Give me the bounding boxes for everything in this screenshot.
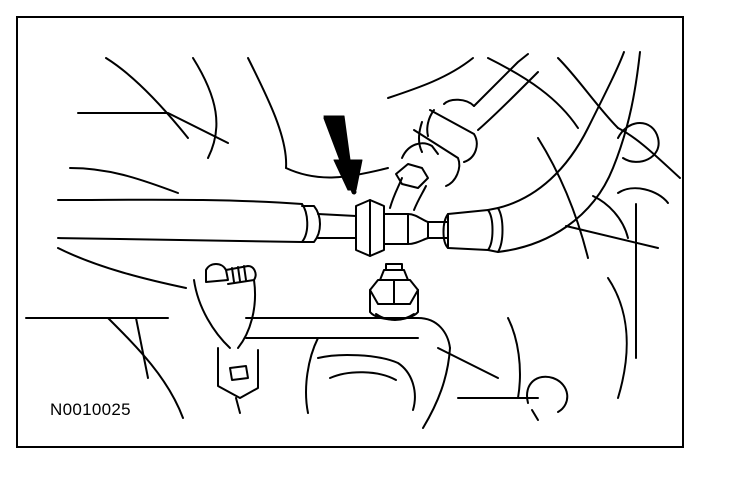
body-structure bbox=[25, 57, 681, 419]
round-boss bbox=[526, 375, 569, 421]
bolt-nut bbox=[369, 263, 419, 321]
figure-code: N0010025 bbox=[48, 400, 133, 420]
hose-clamp bbox=[193, 263, 259, 414]
hose-sleeve bbox=[442, 207, 504, 253]
lower-arm bbox=[245, 317, 451, 429]
return-hose bbox=[497, 51, 641, 253]
pressure-hose bbox=[57, 198, 357, 243]
tube-nut-fitting bbox=[355, 199, 449, 257]
down-arrow-icon bbox=[323, 115, 363, 195]
line-drawing bbox=[25, 51, 681, 429]
figure-frame: N0010025 bbox=[16, 16, 684, 448]
upper-line bbox=[389, 53, 539, 211]
